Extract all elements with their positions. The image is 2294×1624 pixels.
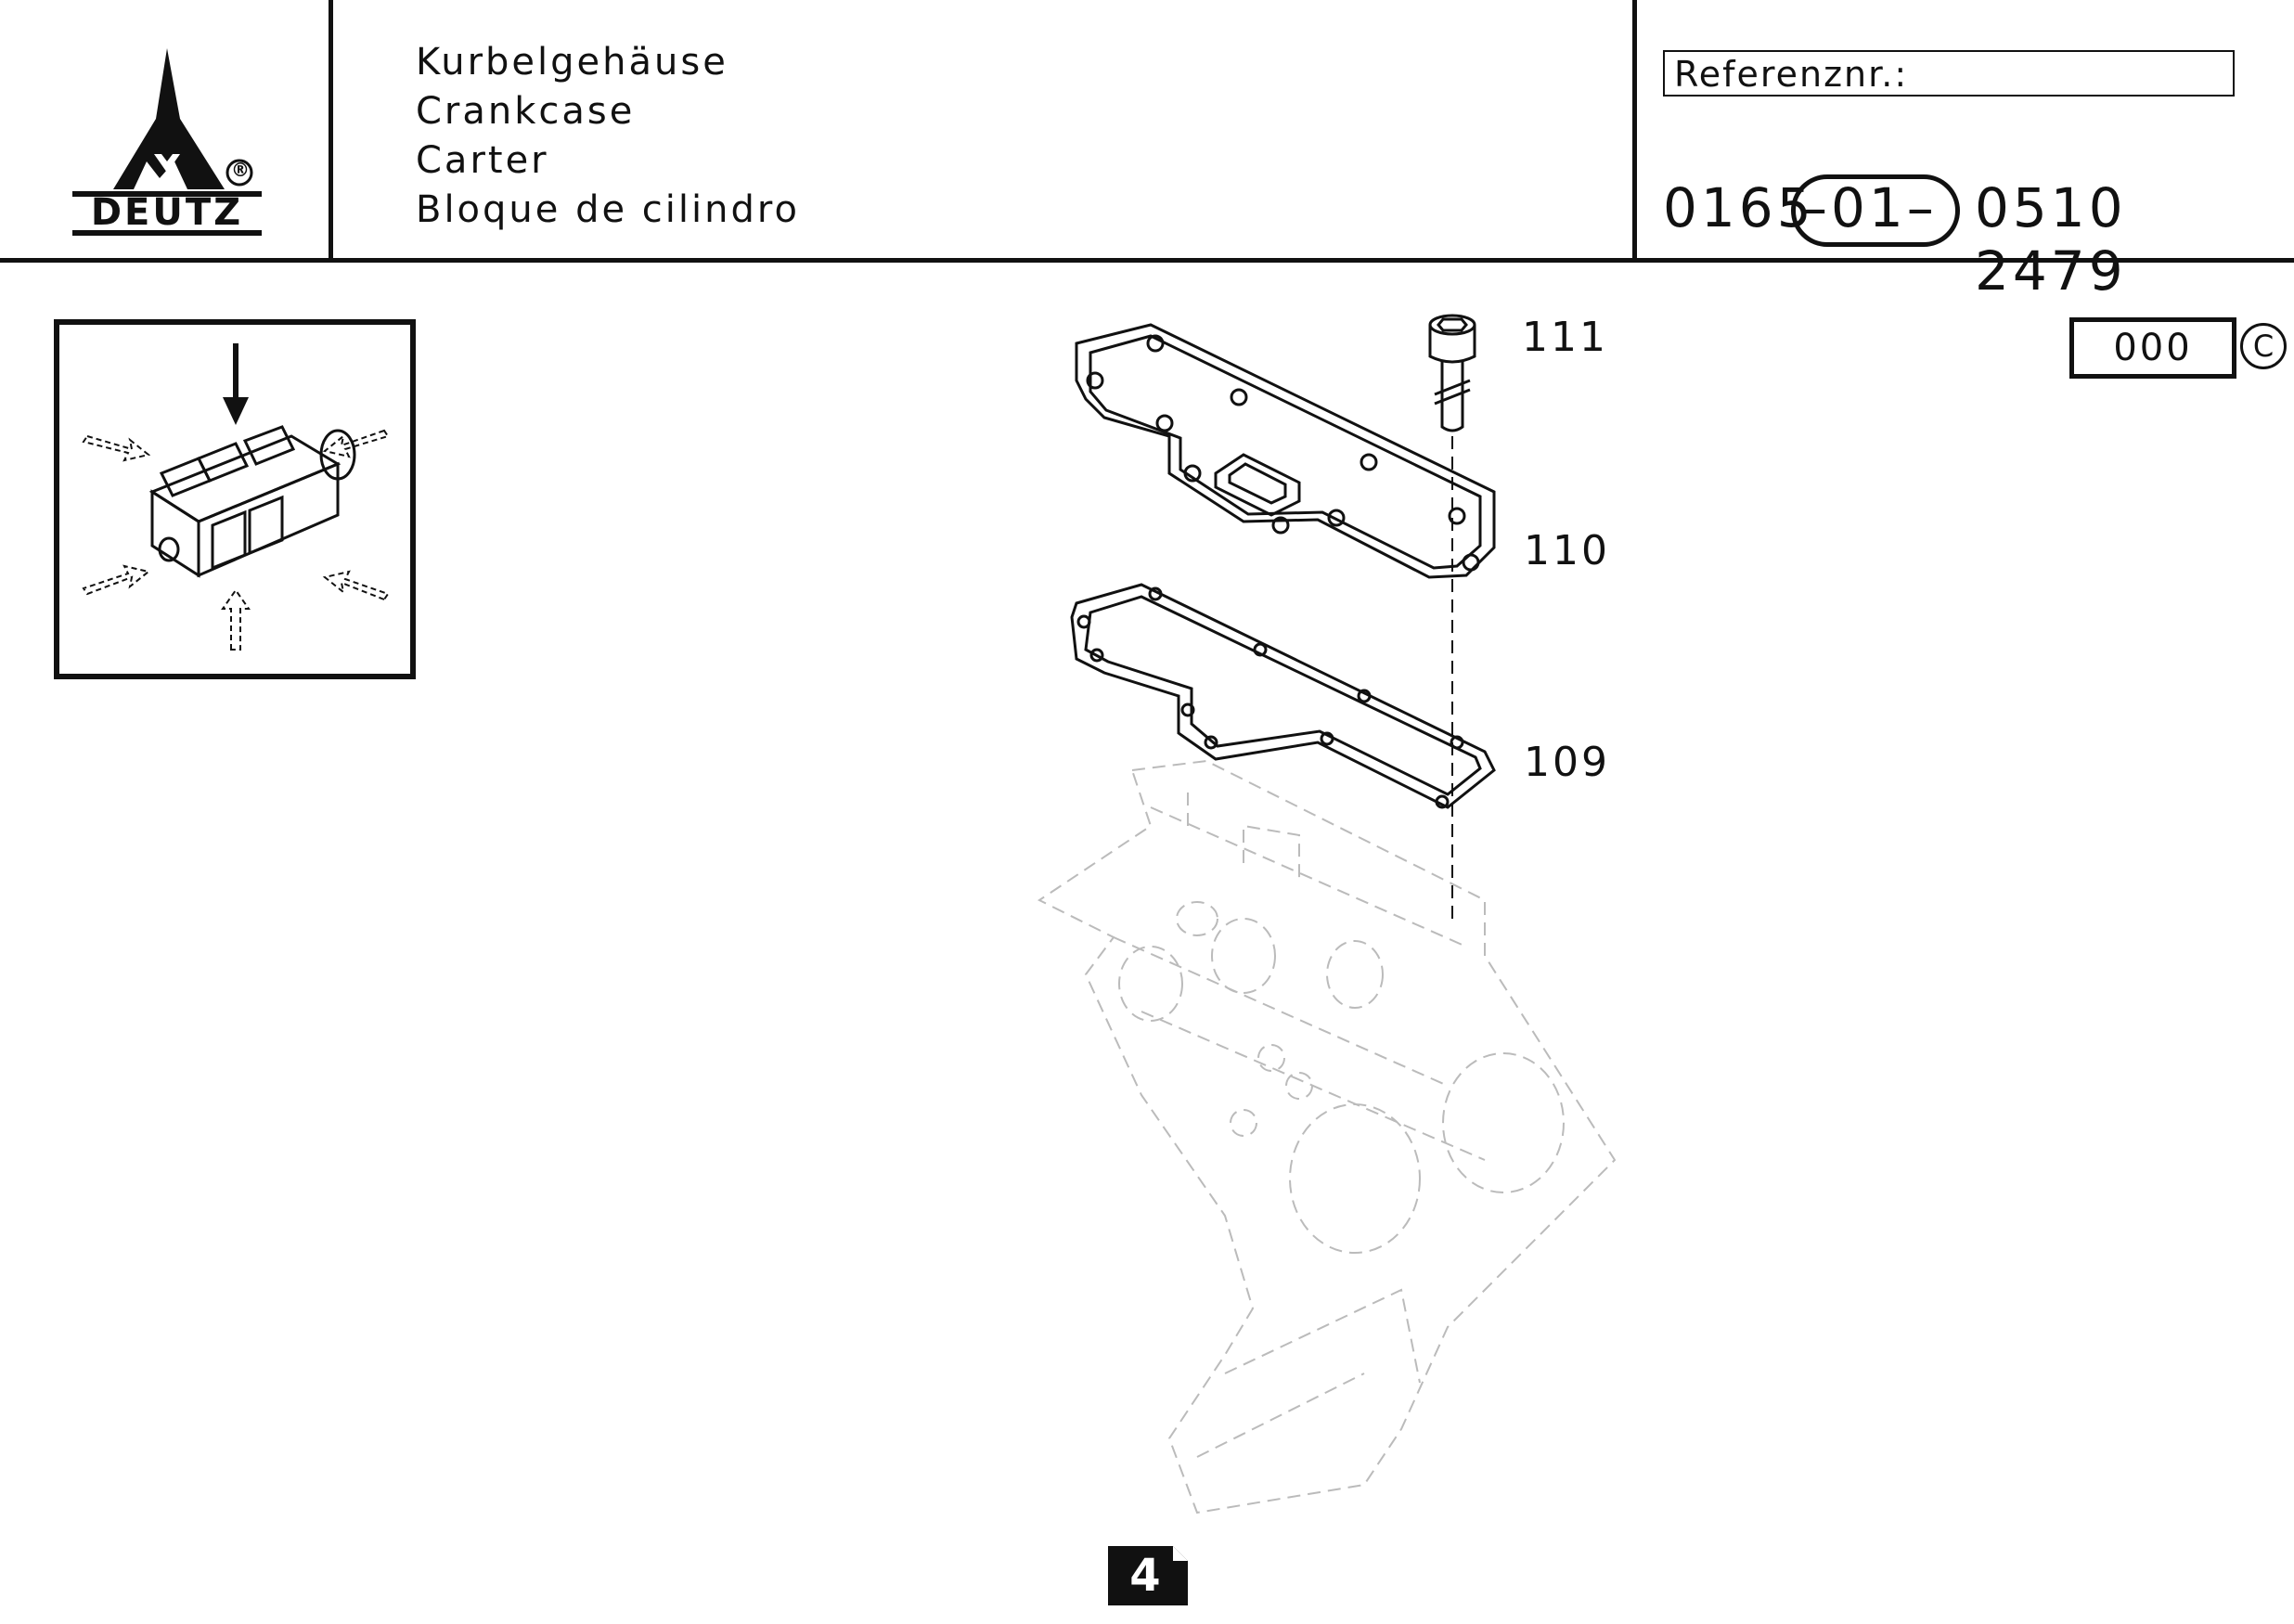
screw-part-111: [1428, 314, 1476, 432]
gasket-part-109: [1070, 583, 1496, 809]
part-number-prefix: 0165: [1663, 176, 1815, 239]
part-number-suffix: 0510 2479: [1975, 176, 2127, 303]
deutz-brand-text: DEUTZ: [90, 191, 244, 234]
view-orientation-thumbnail: [54, 319, 416, 679]
callout-110: 110: [1524, 527, 1610, 574]
exploded-parts-drawing: [1037, 314, 1617, 1514]
header-divider-right: [1632, 0, 1637, 263]
page-number-tab: 4: [1108, 1546, 1188, 1605]
header-divider-left: [329, 0, 333, 263]
variant-code-box: 000: [2069, 317, 2236, 379]
valve-cover-part-110: [1075, 323, 1496, 579]
deutz-registered-mark: ®: [231, 159, 250, 181]
crankcase-ghost-outline: [1037, 759, 1617, 1514]
deutz-logo: ® DEUTZ: [65, 45, 269, 239]
title-spanish: Bloque de cilindro: [416, 188, 800, 231]
engine-view-icon: [82, 343, 390, 651]
reference-number-field: Referenznr.:: [1663, 50, 2235, 97]
callout-111: 111: [1522, 314, 1608, 361]
page-number: 4: [1129, 1550, 1161, 1602]
page-corner-icon: [1108, 1546, 1188, 1605]
reference-number-label: Referenznr.:: [1674, 54, 1909, 95]
part-number-group-highlight: [1791, 174, 1960, 247]
title-french: Carter: [416, 139, 549, 182]
callout-109: 109: [1524, 739, 1610, 786]
deutz-mountain-icon: [72, 48, 262, 236]
part-number-group: –01–: [1800, 176, 1938, 239]
header-bottom-rule: [0, 258, 2294, 263]
copyright-mark: C: [2240, 323, 2287, 369]
title-english: Crankcase: [416, 90, 636, 133]
title-german: Kurbelgehäuse: [416, 41, 728, 84]
